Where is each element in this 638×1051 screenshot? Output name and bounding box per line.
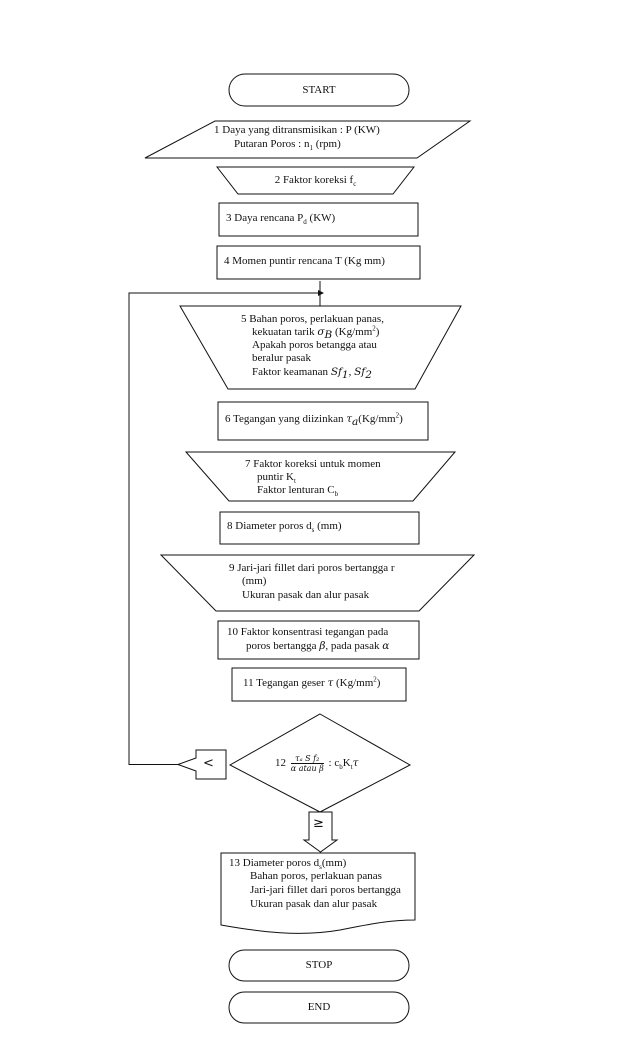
step9-line1: 9 Jari-jari fillet dari poros bertangga … bbox=[229, 562, 395, 574]
process-step4 bbox=[216, 245, 421, 280]
step9-line3: Ukuran pasak dan alur pasak bbox=[242, 589, 370, 601]
step10-line2: poros bertangga β, pada pasak α bbox=[246, 640, 390, 652]
step13-line1: 13 Diameter poros ds(mm) bbox=[229, 857, 347, 872]
step6-label: 6 Tegangan yang diizinkan τa(Kg/mm2) bbox=[225, 411, 403, 429]
manual-op-step2 bbox=[215, 166, 416, 195]
step11-label: 11 Tegangan geser τ (Kg/mm2) bbox=[243, 675, 381, 689]
less-than-label: < bbox=[203, 756, 214, 771]
start-label: START bbox=[302, 84, 336, 96]
end-label: END bbox=[307, 1001, 331, 1013]
feedback-arrowhead bbox=[318, 290, 324, 296]
step3-label: 3 Daya rencana Pd (KW) bbox=[226, 212, 336, 227]
step4-label: 4 Momen puntir rencana T (Kg mm) bbox=[224, 255, 385, 267]
step7-line1: 7 Faktor koreksi untuk momen bbox=[245, 458, 381, 470]
process-step8 bbox=[219, 511, 420, 545]
step13-line3: Jari-jari fillet dari poros bertangga bbox=[250, 884, 401, 896]
step7-line3: Faktor lenturan Cb bbox=[257, 484, 339, 499]
left-arrow-box bbox=[176, 749, 227, 780]
step8-label: 8 Diameter poros ds (mm) bbox=[227, 520, 342, 535]
step10-line1: 10 Faktor konsentrasi tegangan pada bbox=[227, 626, 389, 638]
process-step3 bbox=[218, 202, 419, 237]
manual-op-step9 bbox=[159, 554, 476, 612]
step1-line1: 1 Daya yang ditransmisikan : P (KW) bbox=[214, 124, 380, 136]
process-step6 bbox=[217, 401, 429, 441]
process-step11 bbox=[231, 667, 407, 702]
step7-line2: puntir Kt bbox=[257, 471, 296, 486]
step5-line5: Faktor keamanan Sf1, Sf2 bbox=[252, 366, 372, 382]
step5-line2: kekuatan tarik σB (Kg/mm2) bbox=[252, 324, 380, 342]
process-step10 bbox=[217, 620, 420, 660]
step5-line4: beralur pasak bbox=[252, 352, 311, 364]
step5-line1: 5 Bahan poros, perlakuan panas, bbox=[241, 313, 384, 325]
manual-op-step7 bbox=[184, 451, 457, 502]
step1-line2: Putaran Poros : n1 (rpm) bbox=[234, 138, 341, 153]
end-terminal bbox=[228, 991, 410, 1024]
manual-op-step5 bbox=[179, 305, 462, 390]
stop-terminal bbox=[228, 949, 410, 982]
document-step13 bbox=[220, 852, 416, 934]
stop-label: STOP bbox=[305, 959, 333, 971]
input-parallelogram bbox=[144, 120, 472, 159]
step9-line2: (mm) bbox=[242, 575, 267, 587]
step13-line2: Bahan poros, perlakuan panas bbox=[250, 870, 382, 882]
down-arrow-box bbox=[302, 811, 339, 853]
start-terminal bbox=[228, 73, 410, 107]
step5-line3: Apakah poros betangga atau bbox=[252, 339, 377, 351]
step2-label: 2 Faktor koreksi fc bbox=[274, 174, 357, 189]
feedback-loop-line bbox=[128, 292, 318, 765]
step13-line4: Ukuran pasak dan alur pasak bbox=[250, 898, 378, 910]
greater-equal-label: ≥ bbox=[313, 816, 324, 831]
